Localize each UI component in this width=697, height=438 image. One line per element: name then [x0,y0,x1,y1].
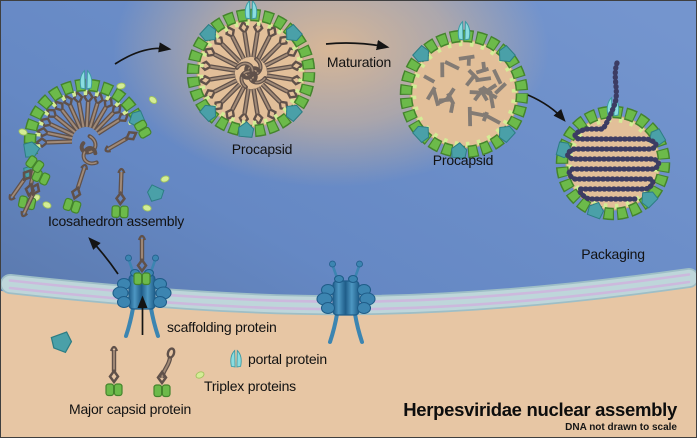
cytoplasm-region [1,282,696,437]
label-packaging: Packaging [581,246,645,262]
arrow-assembly-to-procapsid [114,42,172,65]
label-procapsid-2: Procapsid [432,152,494,168]
partial-capsid-assembly [23,70,147,166]
flow-arrows [88,40,566,335]
dna-strand [565,60,662,202]
label-icosahedron-assembly: Icosahedron assembly [47,213,185,229]
label-maturation: Maturation [326,54,392,70]
scale-note: DNA not drawn to scale [565,422,677,433]
arrow-import-to-assembly [88,237,119,275]
label-major-capsid-protein: Major capsid protein [69,401,192,417]
arrow-procapsid-to-packaging [527,94,566,122]
procapsid-matured [399,21,529,159]
label-portal-protein: portal protein [248,351,327,367]
label-scaffolding-protein: scaffolding protein [167,319,277,335]
label-triplex-proteins: Triplex proteins [204,378,296,394]
packaging-capsid [555,60,671,221]
arrow-maturation [325,40,390,51]
procapsid-initial [186,1,316,138]
label-procapsid-1: Procapsid [231,141,293,157]
diagram-title: Herpesviridae nuclear assembly [403,399,677,420]
